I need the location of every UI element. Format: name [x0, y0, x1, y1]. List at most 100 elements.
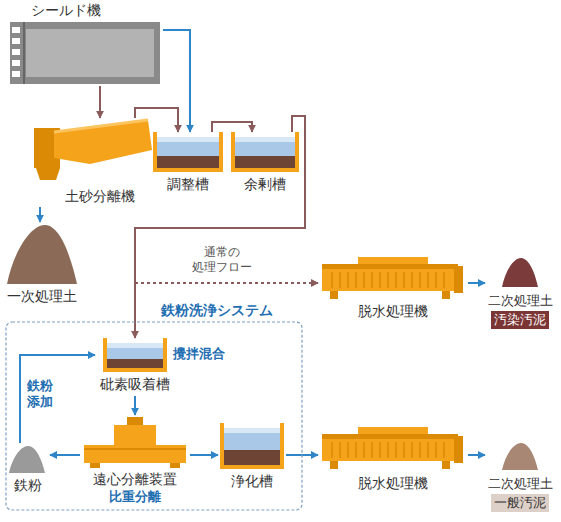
- filter-plate: [387, 442, 389, 458]
- node-sublabel: 攪拌混合: [173, 346, 225, 362]
- machine-base: [84, 445, 186, 463]
- node-label: 遠心分離装置: [93, 471, 177, 488]
- separator-edge: [54, 120, 148, 132]
- node-label: 脱水処理機: [358, 475, 428, 492]
- node-sublabel: 比重分離: [109, 489, 161, 505]
- tank: 余剰槽: [230, 132, 300, 195]
- tank-wall: [105, 338, 165, 370]
- filter-plate: [331, 442, 333, 458]
- filter-plate: [395, 272, 397, 288]
- filter-plate: [419, 442, 421, 458]
- tank-water: [107, 343, 163, 359]
- pile-shape: [9, 446, 45, 473]
- machine-leg: [330, 291, 338, 299]
- shield-body: [10, 22, 160, 84]
- tank-wall: [233, 132, 297, 170]
- filter-plate: [363, 272, 365, 288]
- filter-plate: [419, 272, 421, 288]
- flow-arrow: [20, 355, 95, 443]
- dewatering-machine: 脱水処理機: [318, 425, 468, 497]
- filter-plate: [403, 272, 405, 288]
- node-label: 二次処理土: [488, 476, 553, 492]
- flow-arrow: [39, 207, 41, 222]
- flow-arrow: [212, 122, 252, 132]
- flow-arrow: [135, 116, 305, 338]
- filter-plate: [387, 272, 389, 288]
- filter-plate: [371, 442, 373, 458]
- filter-plate: [363, 442, 365, 458]
- machine-bar: [358, 257, 428, 264]
- filter-plate: [339, 442, 341, 458]
- filter-plate: [435, 442, 437, 458]
- tank-wall: [155, 132, 221, 170]
- tank-water: [224, 428, 280, 450]
- machine-cap: [127, 417, 143, 425]
- filter-plate: [411, 272, 413, 288]
- filter-plate: [347, 272, 349, 288]
- tank: 浄化槽: [218, 423, 286, 493]
- flow-arrow: [468, 282, 485, 284]
- machine-bar: [358, 427, 428, 434]
- node-label: 砒素吸着槽: [100, 376, 170, 393]
- node-label: 二次処理土: [488, 293, 553, 309]
- machine-top: [114, 425, 156, 445]
- centrifuge-machine: 遠心分離装置比重分離: [80, 415, 190, 509]
- dashed-outline: [6, 322, 302, 510]
- filter-plate: [443, 272, 445, 288]
- machine-leg: [330, 461, 338, 469]
- tank: 砒素吸着槽攪拌混合: [95, 338, 229, 396]
- machine-leg: [442, 291, 450, 299]
- tank-sludge: [224, 450, 280, 467]
- node-label: 浄化槽: [231, 473, 273, 490]
- machine-leg: [170, 463, 180, 468]
- node-label: 一次処理土: [7, 288, 77, 305]
- sludge-pile: 二次処理土汚染汚泥: [485, 255, 557, 335]
- tank-water-surface: [157, 137, 219, 142]
- filter-plate: [355, 442, 357, 458]
- tank: 調整槽: [152, 132, 224, 195]
- tank-water-surface: [224, 428, 280, 433]
- flow-arrow: [99, 86, 101, 118]
- filter-plate: [371, 272, 373, 288]
- tank-sludge: [157, 156, 219, 170]
- machine-frame: [322, 434, 458, 439]
- node-sublabel: 一般汚泥: [491, 494, 549, 512]
- cutter-tooth: [12, 38, 20, 44]
- shield-rim: [23, 22, 25, 84]
- flow-arrow: [468, 454, 485, 456]
- cutter-tooth: [12, 27, 20, 33]
- separator-machine: 土砂分離機: [30, 118, 155, 207]
- filter-plate: [395, 442, 397, 458]
- machine-leg: [90, 463, 100, 468]
- machine-seam: [84, 448, 186, 450]
- node-label: シールド機: [31, 2, 101, 19]
- filter-plate: [379, 442, 381, 458]
- filter-plate: [427, 442, 429, 458]
- node-label: 鉄粉: [14, 477, 42, 494]
- shield-inner: [26, 29, 154, 77]
- filter-plate: [403, 442, 405, 458]
- dotted-flow-arrow: [135, 116, 318, 283]
- iron-powder-pile: 鉄粉: [6, 443, 50, 498]
- node-label: 脱水処理機: [358, 303, 428, 320]
- node-sublabel: 汚染汚泥: [491, 311, 549, 329]
- cutter-tooth: [12, 60, 20, 66]
- tank-water-surface: [107, 343, 163, 348]
- pile-shape: [502, 258, 538, 287]
- shield-machine: シールド機: [8, 2, 163, 86]
- separator-body: [54, 120, 152, 164]
- machine-leg: [442, 461, 450, 469]
- edge-label: 鉄粉 添加: [27, 378, 56, 411]
- node-label: 調整槽: [167, 176, 209, 193]
- cutter-tooth: [12, 49, 20, 55]
- filter-plate: [355, 272, 357, 288]
- filter-plate: [347, 442, 349, 458]
- sludge-pile: 二次処理土一般汚泥: [485, 440, 557, 518]
- flow-arrow: [50, 454, 80, 456]
- soil-pile: 一次処理土: [5, 222, 81, 310]
- filter-plate: [435, 272, 437, 288]
- tank-water: [235, 137, 295, 156]
- flow-arrow: [163, 30, 190, 132]
